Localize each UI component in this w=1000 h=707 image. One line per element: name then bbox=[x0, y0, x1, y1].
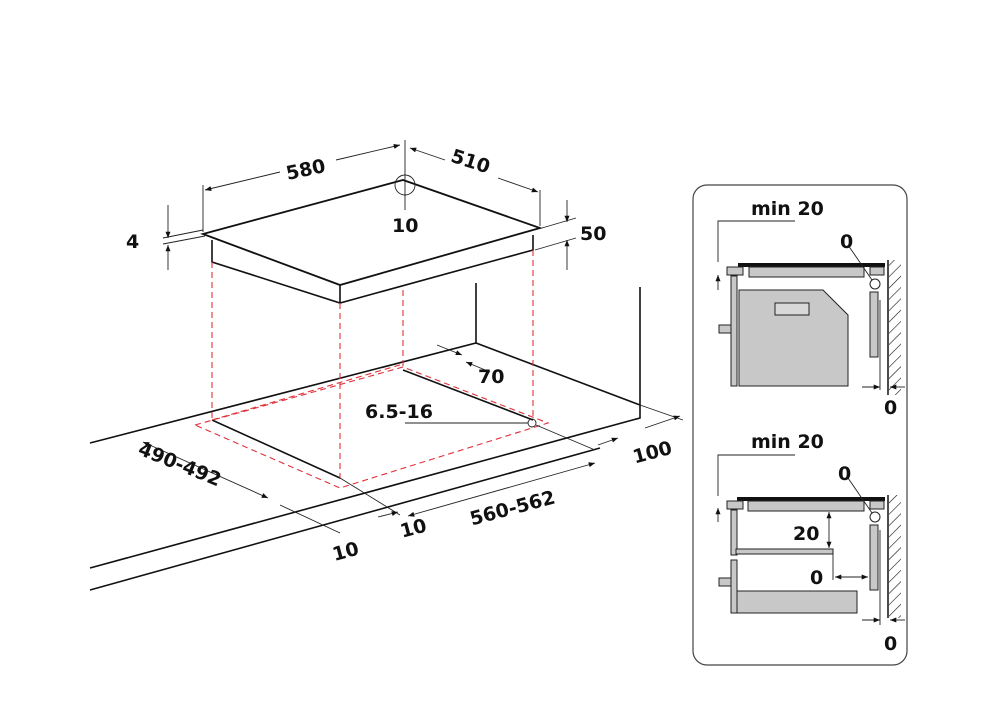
min-gap-label: min 20 bbox=[751, 198, 824, 220]
dim-side-margin-front: 10 bbox=[398, 515, 429, 543]
dim-side-margin-left: 10 bbox=[330, 538, 361, 566]
wall-gap-label: 0 bbox=[884, 397, 897, 419]
min-gap-label: min 20 bbox=[751, 431, 824, 453]
hob-glass-top bbox=[200, 179, 543, 286]
section-oven: min 20 0 0 bbox=[715, 198, 905, 419]
gap-label: 0 bbox=[840, 231, 853, 253]
hob-3d-view: 580 510 10 4 50 70 6.5-16 100 bbox=[89, 140, 684, 591]
wall-gap-label: 0 bbox=[884, 633, 897, 655]
dim-cutout-depth: 490-492 bbox=[135, 438, 224, 491]
dim-hob-height: 50 bbox=[580, 223, 606, 245]
gap-label: 0 bbox=[838, 463, 851, 485]
section-drawer: min 20 0 20 0 0 bbox=[715, 431, 905, 655]
dim-hob-width: 580 bbox=[284, 155, 327, 185]
shelf-side-gap-label: 0 bbox=[810, 567, 823, 589]
dim-worktop-thickness: 6.5-16 bbox=[365, 401, 433, 423]
dim-cutout-width: 560-562 bbox=[468, 487, 558, 531]
dim-rear-clearance: 70 bbox=[478, 366, 504, 388]
dim-glass-thickness: 4 bbox=[126, 231, 139, 253]
dim-hob-depth: 510 bbox=[448, 145, 493, 178]
shelf-gap-label: 20 bbox=[793, 523, 819, 545]
side-section-panel: min 20 0 0 min 20 bbox=[692, 184, 908, 666]
dim-corner-radius: 10 bbox=[392, 215, 418, 237]
dim-wall-distance: 100 bbox=[630, 437, 674, 469]
cutout bbox=[211, 369, 534, 479]
worktop bbox=[89, 283, 641, 591]
